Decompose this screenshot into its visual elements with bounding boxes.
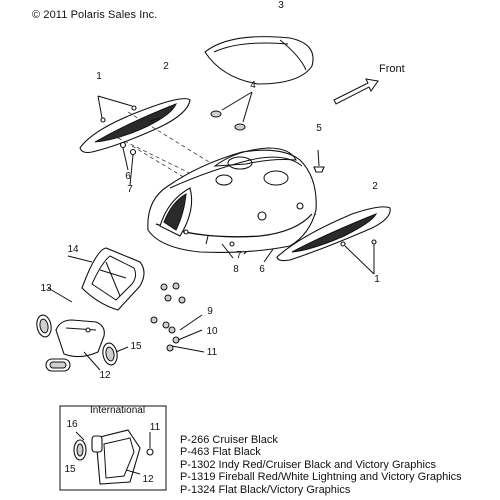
callout-3: 3 [278, 0, 284, 11]
callout-5: 5 [316, 123, 322, 134]
callout-12: 12 [142, 474, 154, 485]
callout-4: 4 [250, 80, 256, 91]
front-direction-label: Front [379, 63, 405, 75]
legend-item: P-1324 Flat Black/Victory Graphics [180, 483, 351, 496]
callout-15: 15 [64, 464, 76, 475]
legend-item: P-463 Flat Black [180, 446, 261, 459]
inset-bracket [95, 429, 141, 485]
international-inset-frame [59, 405, 167, 491]
callout-1: 1 [374, 274, 380, 285]
callout-1: 1 [96, 71, 102, 82]
fastener-stack [150, 282, 186, 352]
grommet [234, 123, 246, 131]
callout-9: 9 [207, 306, 213, 317]
grommet [210, 110, 222, 118]
callout-11: 11 [206, 347, 218, 358]
callout-13: 13 [40, 283, 52, 294]
callout-2: 2 [163, 61, 169, 72]
legend-item: P-1302 Indy Red/Cruiser Black and Victor… [180, 458, 436, 471]
international-inset-title: International [90, 405, 146, 416]
seat-pad [204, 36, 314, 85]
callout-16: 16 [66, 419, 78, 430]
mount-plate [55, 319, 105, 358]
paint-code-legend: P-266 Cruiser Black P-463 Flat Black P-1… [180, 434, 462, 496]
callout-10: 10 [206, 326, 218, 337]
callout-11: 11 [149, 422, 161, 433]
callout-15: 15 [130, 341, 142, 352]
front-direction-arrow [333, 78, 379, 105]
callout-8: 8 [233, 264, 239, 275]
callout-7: 7 [127, 184, 133, 195]
callout-14: 14 [67, 244, 79, 255]
copyright-notice: © 2011 Polaris Sales Inc. [32, 9, 158, 21]
legend-item: P-266 Cruiser Black [180, 434, 278, 446]
callout-7: 7 [236, 250, 242, 261]
callout-12: 12 [99, 370, 111, 381]
callout-2: 2 [372, 181, 378, 192]
callout-6: 6 [259, 264, 265, 275]
rear-fender [147, 149, 317, 253]
callout-6: 6 [125, 171, 131, 182]
legend-item: P-1319 Fireball Red/White Lightning and … [180, 471, 462, 484]
